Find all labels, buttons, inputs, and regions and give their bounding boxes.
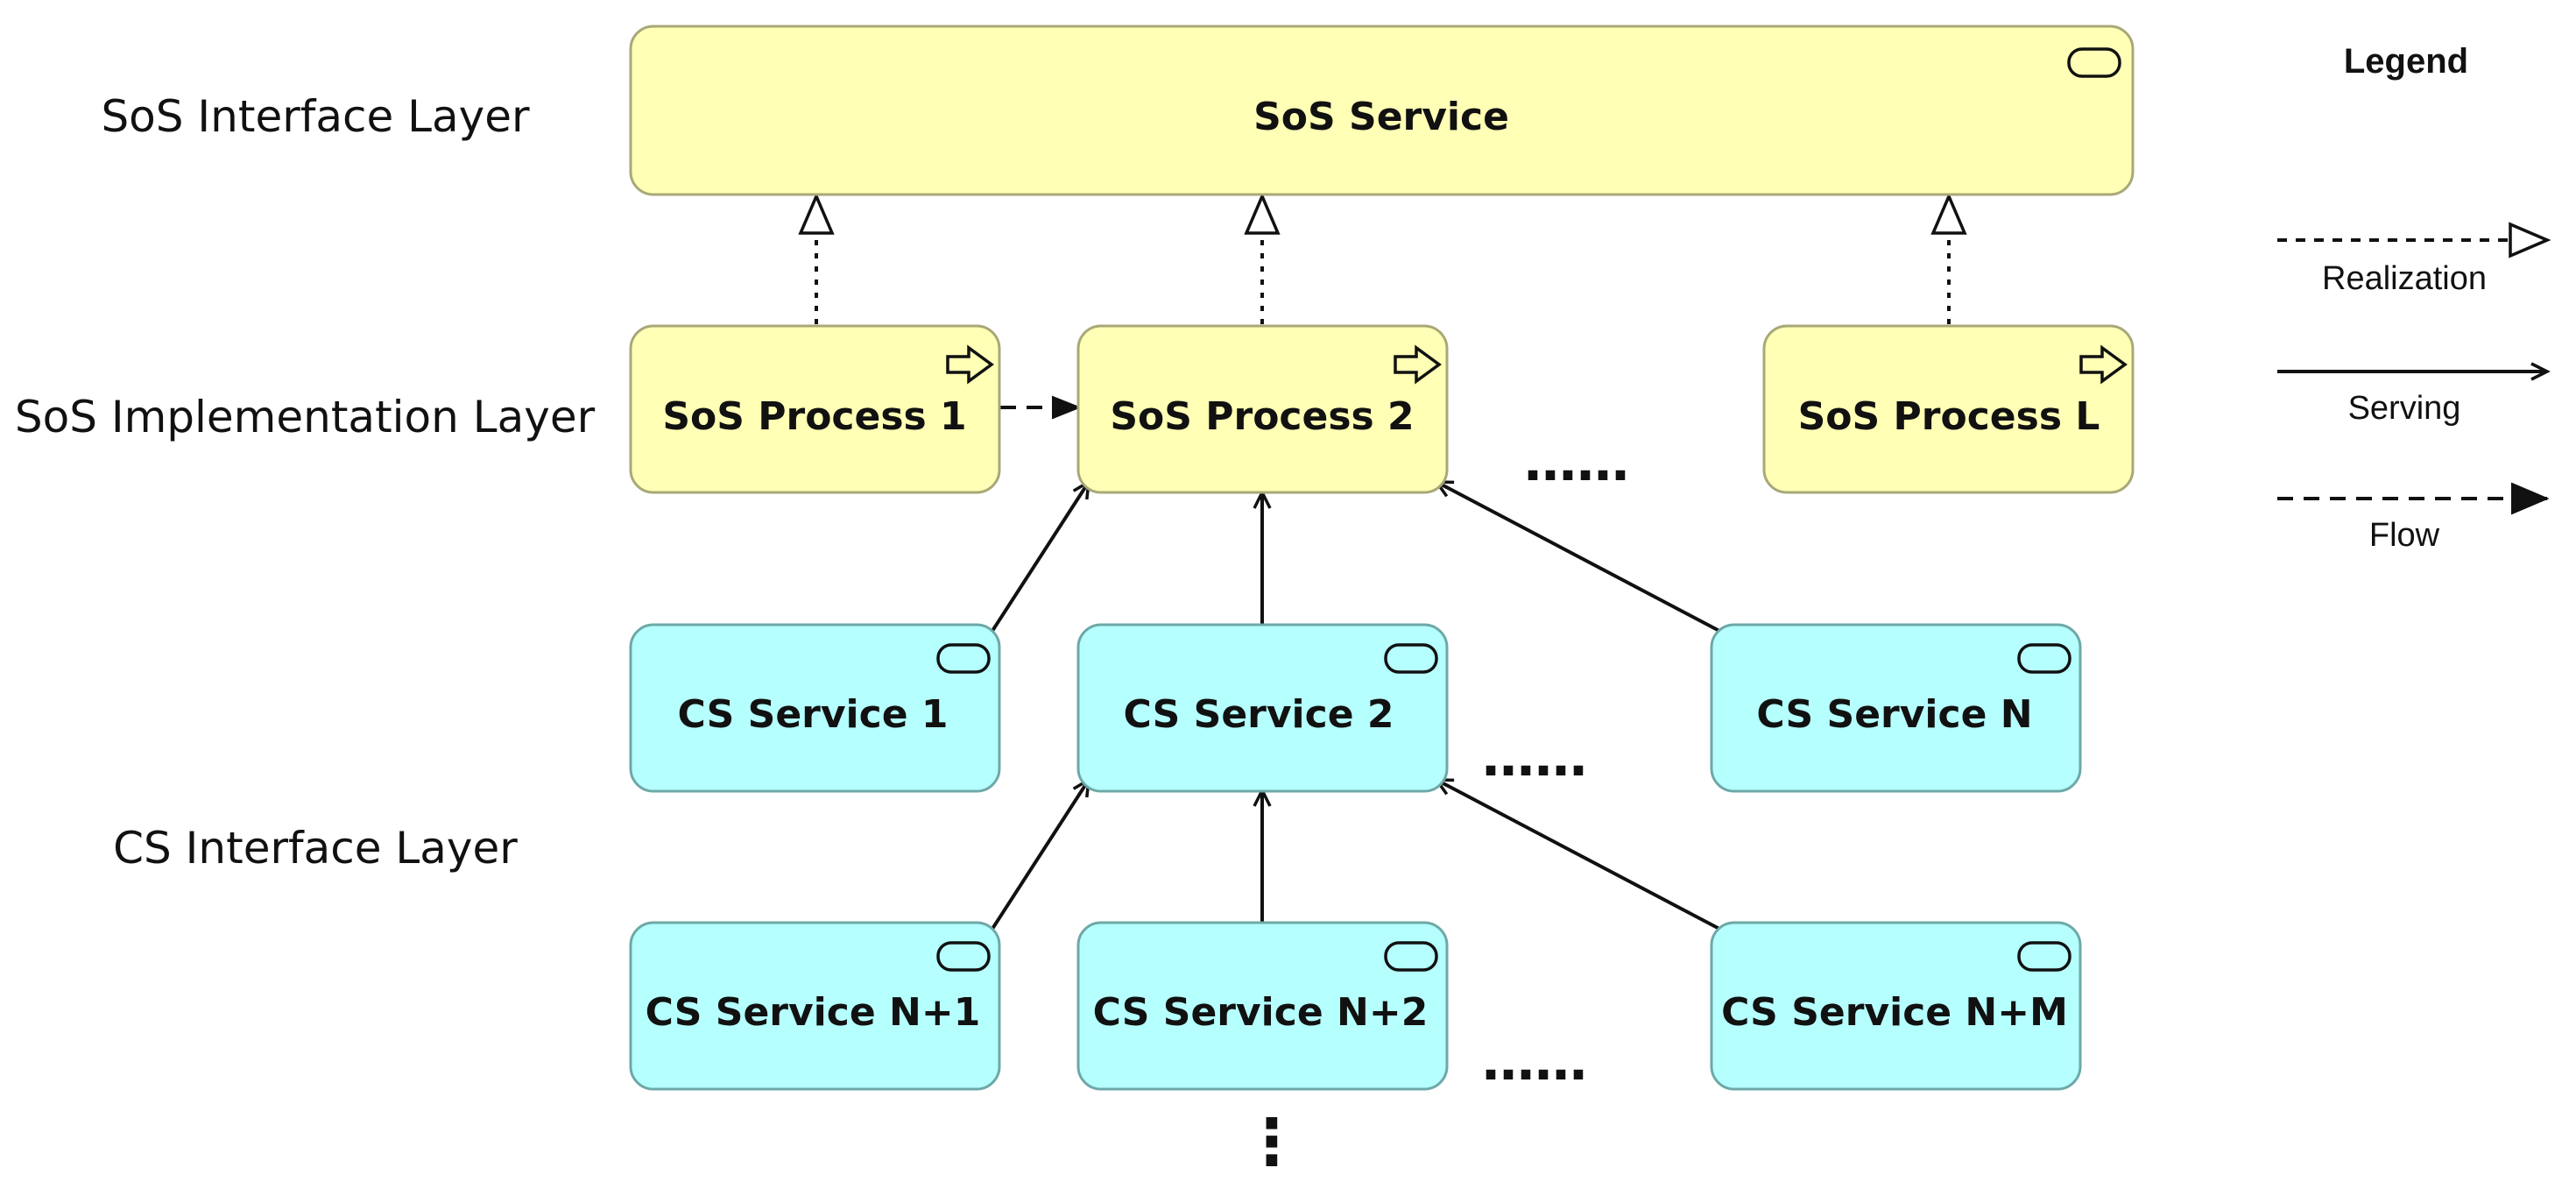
cs-service-n-box[interactable]: CS Service N bbox=[1710, 623, 2082, 793]
box-label: CS Service N+2 bbox=[1093, 990, 1429, 1035]
cs-service-nm-box[interactable]: CS Service N+M bbox=[1710, 921, 2082, 1091]
realization-connectors bbox=[816, 196, 1949, 324]
cs-service-n2-box[interactable]: CS Service N+2 bbox=[1076, 921, 1449, 1091]
process-row-ellipsis: …… bbox=[1524, 432, 1629, 493]
service-icon bbox=[1384, 643, 1438, 674]
box-label: CS Service 1 bbox=[678, 692, 949, 737]
service-icon bbox=[2067, 47, 2121, 78]
serving-csn1-to-cs2 bbox=[991, 776, 1091, 931]
box-label: CS Service N bbox=[1756, 692, 2032, 737]
serving-cs1-to-process2 bbox=[991, 478, 1091, 633]
process-arrow-icon bbox=[1394, 344, 1442, 385]
box-label: CS Service N+1 bbox=[646, 990, 981, 1035]
cs-service-1-box[interactable]: CS Service 1 bbox=[629, 623, 1001, 793]
cs-row-1-ellipsis: …… bbox=[1482, 727, 1587, 789]
serving-csn-to-process2 bbox=[1433, 480, 1720, 633]
legend-flow-label: Flow bbox=[2369, 517, 2440, 554]
layer-label-sos-implementation: SoS Implementation Layer bbox=[15, 392, 596, 442]
legend-realization-label: Realization bbox=[2322, 260, 2487, 297]
box-label: SoS Process 2 bbox=[1110, 394, 1414, 439]
box-label: SoS Process L bbox=[1798, 394, 2100, 439]
sos-process-1-box[interactable]: SoS Process 1 bbox=[629, 324, 1001, 494]
legend: Legend Realization Serving Flow bbox=[2277, 42, 2547, 554]
serving-connectors bbox=[991, 478, 1720, 931]
vertical-ellipsis: ⋮ bbox=[1240, 1105, 1303, 1178]
process-arrow-icon bbox=[2079, 344, 2128, 385]
legend-title: Legend bbox=[2344, 42, 2468, 81]
service-icon bbox=[936, 941, 991, 972]
sos-service-box[interactable]: SoS Service bbox=[629, 25, 2135, 196]
cs-row-2-ellipsis: …… bbox=[1482, 1031, 1587, 1093]
cs-service-2-box[interactable]: CS Service 2 bbox=[1076, 623, 1449, 793]
serving-csnm-to-cs2 bbox=[1433, 778, 1720, 931]
box-label: SoS Process 1 bbox=[662, 394, 966, 439]
sos-process-2-box[interactable]: SoS Process 2 bbox=[1076, 324, 1449, 494]
process-arrow-icon bbox=[946, 344, 994, 385]
sos-process-l-box[interactable]: SoS Process L bbox=[1762, 324, 2135, 494]
box-label: CS Service 2 bbox=[1124, 692, 1394, 737]
service-icon bbox=[2017, 941, 2071, 972]
layer-label-sos-interface: SoS Interface Layer bbox=[101, 91, 530, 142]
layer-label-cs-interface: CS Interface Layer bbox=[113, 823, 518, 874]
service-icon bbox=[2017, 643, 2071, 674]
legend-serving-label: Serving bbox=[2348, 390, 2461, 427]
box-label: SoS Service bbox=[1253, 95, 1509, 139]
service-icon bbox=[1384, 941, 1438, 972]
service-icon bbox=[936, 643, 991, 674]
box-label: CS Service N+M bbox=[1721, 990, 2068, 1035]
cs-service-n1-box[interactable]: CS Service N+1 bbox=[629, 921, 1001, 1091]
